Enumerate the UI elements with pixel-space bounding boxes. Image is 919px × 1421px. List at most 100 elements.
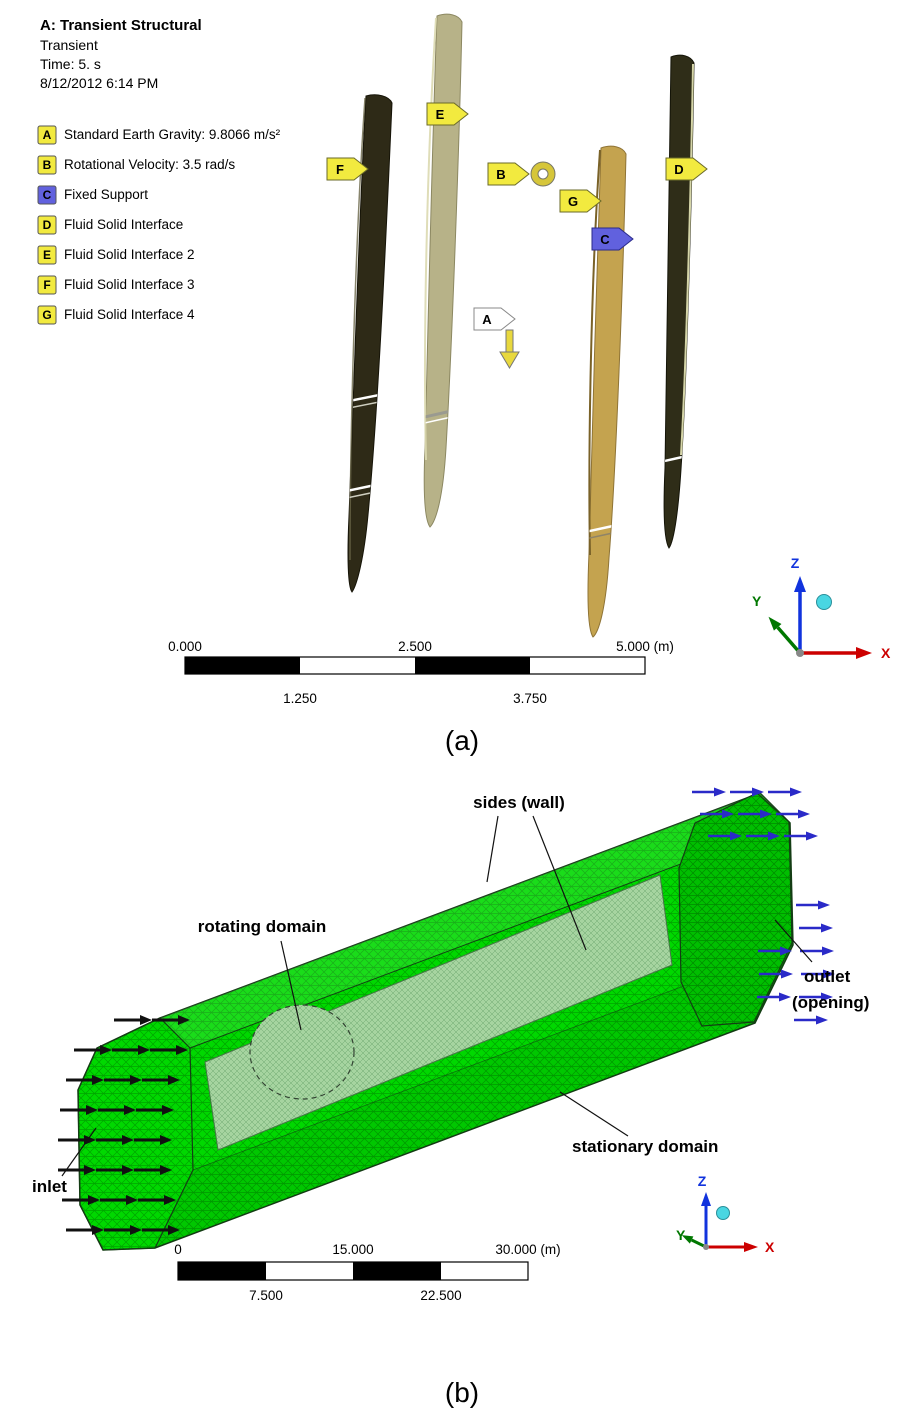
scale-label: 7.500	[249, 1288, 283, 1303]
analysis-subtitle: Transient	[40, 37, 98, 53]
label-outlet: outlet	[804, 967, 851, 986]
outlet-arrow-icon	[797, 922, 835, 934]
legend-badge-letter: B	[43, 158, 52, 172]
inlet-face	[77, 1017, 194, 1251]
flag-letter: G	[568, 194, 578, 209]
flag-shape	[665, 157, 708, 181]
blade-edge-highlight	[349, 97, 366, 561]
legend-badge-letter: G	[42, 308, 51, 322]
z-axis-label: Z	[791, 555, 800, 571]
blade-group	[347, 13, 695, 638]
legend-badge	[37, 305, 57, 325]
top-face	[160, 793, 790, 1048]
label-inlet: inlet	[32, 1177, 67, 1196]
legend-label: Fluid Solid Interface 4	[64, 307, 195, 322]
caption-a: (a)	[445, 725, 479, 756]
x-axis-arrowhead	[744, 1242, 758, 1252]
outlet-face	[678, 792, 793, 1027]
gravity-arrow-icon	[499, 329, 520, 369]
flag-shape	[591, 227, 634, 251]
annotation-flag-g: G	[559, 189, 602, 213]
scale-label: 3.750	[513, 691, 547, 706]
triad-origin	[796, 649, 804, 657]
y-axis-label: Y	[752, 593, 762, 609]
annotation-flag-a: A	[473, 307, 516, 331]
label-rotating-domain: rotating domain	[198, 917, 326, 936]
figure-a: A: Transient Structural Transient Time: …	[37, 13, 891, 756]
flag-letter: B	[496, 167, 505, 182]
triad-sphere	[816, 594, 832, 610]
legend-item: C Fixed Support	[37, 185, 148, 205]
blade-3	[587, 145, 627, 638]
flag-letter: E	[436, 107, 445, 122]
y-axis-arrowhead	[681, 1235, 694, 1244]
blade-4	[663, 54, 695, 549]
x-axis-label: X	[765, 1239, 775, 1255]
inlet-arrow-icon	[112, 1013, 154, 1027]
leader-line	[61, 1127, 97, 1177]
legend-item: E Fluid Solid Interface 2	[37, 245, 195, 265]
gravity-arrow-head	[499, 351, 520, 369]
flag-letter: C	[600, 232, 610, 247]
z-axis-arrowhead	[701, 1192, 711, 1206]
triad-b: X Z Y	[676, 1173, 775, 1255]
scale-bar-segment	[415, 657, 530, 674]
annotation-flag-e: E	[426, 102, 469, 126]
scale-label: 22.500	[420, 1288, 461, 1303]
y-axis-label: Y	[676, 1227, 686, 1243]
scale-label: 0	[174, 1242, 182, 1257]
flag-letter: A	[482, 312, 492, 327]
outlet-arrow-icon	[794, 899, 832, 911]
flag-shape	[426, 102, 469, 126]
rotation-ring	[531, 162, 555, 186]
legend-item: B Rotational Velocity: 3.5 rad/s	[37, 155, 235, 175]
analysis-datetime: 8/12/2012 6:14 PM	[40, 75, 158, 91]
figure-b-annotations: sides (wall) rotating domain outlet (ope…	[32, 793, 869, 1196]
bottom-bevel-face	[155, 945, 793, 1248]
legend-badge	[37, 215, 57, 235]
legend-item: G Fluid Solid Interface 4	[37, 305, 195, 325]
rotating-domain-circle	[249, 1004, 355, 1100]
scale-label: 2.500	[398, 639, 432, 654]
outlet-arrow-icon	[690, 786, 728, 798]
legend-badge	[37, 155, 57, 175]
leader-line	[532, 815, 587, 951]
flag-letter: F	[336, 162, 344, 177]
annotation-flag-d: D	[665, 157, 708, 181]
legend: A Standard Earth Gravity: 9.8066 m/s² B …	[37, 125, 281, 325]
flag-shape	[473, 307, 516, 331]
rotation-ring-outline	[537, 168, 549, 180]
scale-label: 30.000 (m)	[495, 1242, 560, 1257]
caption-b: (b)	[445, 1377, 479, 1408]
legend-label: Fluid Solid Interface 2	[64, 247, 195, 262]
blade-edge-highlight	[680, 63, 694, 456]
scale-bar-segment	[185, 657, 300, 674]
legend-badge-letter: D	[43, 218, 52, 232]
scale-label: 15.000	[332, 1242, 373, 1257]
annotation-flag-f: F	[326, 157, 369, 181]
legend-item: A Standard Earth Gravity: 9.8066 m/s²	[37, 125, 281, 145]
y-axis-line	[776, 626, 802, 655]
annotation-flag-b: B	[487, 162, 530, 186]
legend-badge-letter: E	[43, 248, 51, 262]
x-axis-label: X	[881, 645, 891, 661]
blade-2	[423, 13, 463, 528]
z-axis-arrowhead	[794, 576, 806, 592]
legend-badge-letter: A	[43, 128, 52, 142]
label-stationary-domain: stationary domain	[572, 1137, 718, 1156]
outlet-arrow-icon	[792, 1014, 830, 1026]
gravity-arrow-stem	[505, 329, 514, 353]
legend-badge	[37, 125, 57, 145]
label-sides-wall: sides (wall)	[473, 793, 565, 812]
flag-letter: D	[674, 162, 683, 177]
triad-origin	[703, 1244, 709, 1250]
legend-badge-letter: F	[43, 278, 50, 292]
legend-label: Fluid Solid Interface	[64, 217, 183, 232]
y-axis-arrowhead	[768, 616, 782, 631]
x-axis-arrowhead	[856, 647, 872, 659]
outlet-arrow-icon	[766, 786, 804, 798]
analysis-title: A: Transient Structural	[40, 17, 202, 34]
scale-bar-b: 0 15.000 30.000 (m) 7.500 22.500	[174, 1242, 560, 1303]
triad-sphere	[716, 1206, 730, 1220]
